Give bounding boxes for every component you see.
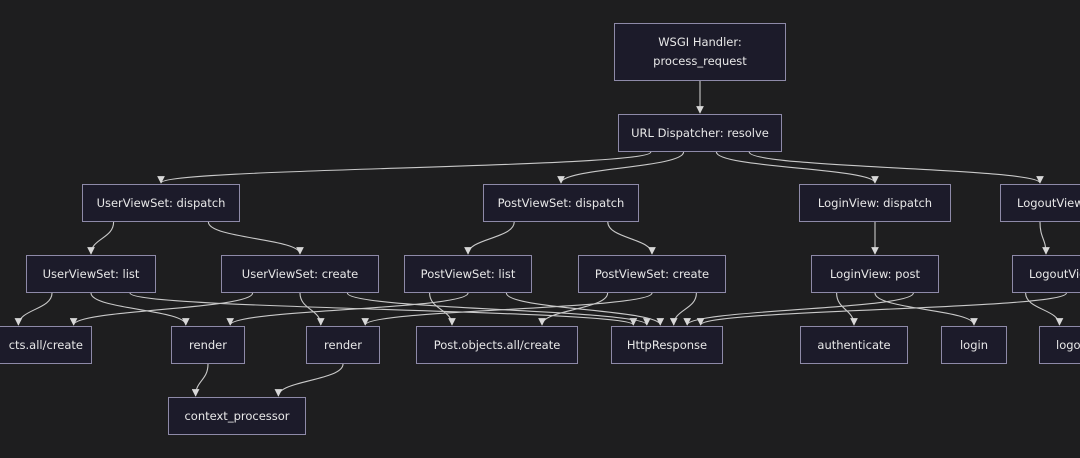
node-userviewset-dispatch: UserViewSet: dispatch [82,184,240,222]
edge-userviewset-create-to-render-2 [299,292,325,326]
edge-postviewset-create-to-http-response [669,292,697,326]
edge-logoutview-post-to-http-response [696,292,1067,326]
node-logoutview-dispatch: LogoutView [1000,184,1080,222]
node-userviewset-list: UserViewSet: list [26,255,156,293]
node-http-response: HttpResponse [611,326,723,364]
node-render-2: render [306,326,380,364]
edge-url-dispatcher-to-loginview-dispatch [715,151,879,184]
edge-userviewset-list-to-user-objects-create [14,292,53,326]
edge-userviewset-create-to-http-response [346,292,651,326]
node-post-objects-create: Post.objects.all/create [416,326,578,364]
edge-loginview-post-to-authenticate [836,292,858,326]
node-authenticate: authenticate [800,326,908,364]
edge-userviewset-create-to-user-objects-create [69,292,254,326]
node-postviewset-create: PostViewSet: create [578,255,726,293]
edge-postviewset-list-to-render-1 [226,292,469,326]
node-postviewset-list: PostViewSet: list [404,255,532,293]
node-render-1: render [171,326,245,364]
edge-postviewset-create-to-render-2 [361,292,653,326]
edge-url-dispatcher-to-postviewset-dispatch [557,151,685,184]
edge-postviewset-list-to-http-response [505,292,665,326]
node-logoutview-post: LogoutVie [1012,255,1080,293]
edge-logoutview-dispatch-to-logoutview-post [1039,221,1050,255]
edge-userviewset-list-to-render-1 [90,292,190,326]
node-context-processor: context_processor [168,397,306,435]
edge-url-dispatcher-to-logoutview-dispatch [748,151,1044,184]
node-login: login [941,326,1007,364]
edge-url-dispatcher-to-userviewset-dispatch [157,151,652,184]
node-logout: logo [1039,326,1080,364]
edge-render-2-to-context-processor [274,363,344,397]
edge-loginview-post-to-login [874,292,978,326]
edge-render-1-to-context-processor [191,363,209,397]
edge-postviewset-dispatch-to-postviewset-create [607,221,656,255]
node-postviewset-dispatch: PostViewSet: dispatch [483,184,639,222]
edge-postviewset-list-to-post-objects-create [429,292,456,326]
node-wsgi-handler: WSGI Handler: process_request [614,23,786,81]
node-loginview-post: LoginView: post [811,255,939,293]
edge-postviewset-create-to-post-objects-create [538,292,609,326]
node-user-objects-create: cts.all/create [0,326,92,364]
edge-userviewset-list-to-http-response [129,292,638,326]
edge-logoutview-post-to-logout [1025,292,1064,326]
edge-userviewset-dispatch-to-userviewset-create [207,221,304,255]
node-userviewset-create: UserViewSet: create [221,255,379,293]
edge-loginview-post-to-http-response [683,292,914,326]
edge-postviewset-dispatch-to-postviewset-list [464,221,515,255]
edge-userviewset-dispatch-to-userviewset-list [87,221,115,255]
node-url-dispatcher: URL Dispatcher: resolve [618,114,782,152]
node-loginview-dispatch: LoginView: dispatch [799,184,951,222]
